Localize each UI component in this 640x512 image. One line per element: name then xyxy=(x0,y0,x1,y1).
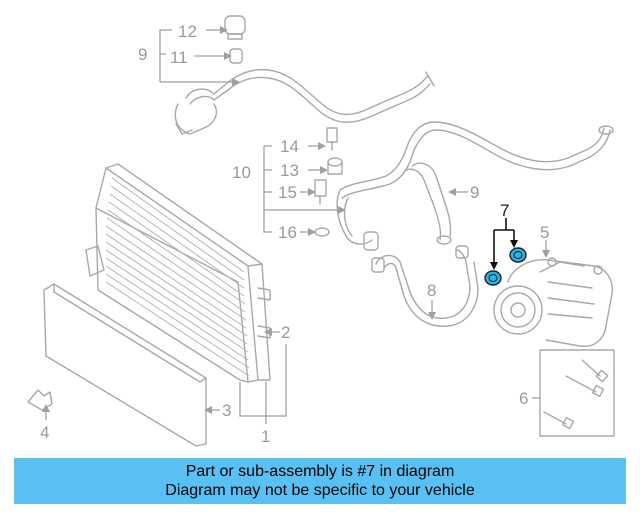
callout-9-upper: 9 xyxy=(138,45,147,64)
callout-3: 3 xyxy=(222,401,231,420)
arrow-7-right xyxy=(510,240,518,248)
arrow-8 xyxy=(428,312,436,320)
arrow-3 xyxy=(204,406,212,414)
arrow-7-left xyxy=(490,262,498,270)
part-5-compressor xyxy=(493,257,613,347)
part-3-seal-panel xyxy=(43,283,207,447)
part-13-valve xyxy=(327,157,343,175)
part-10-suction-line xyxy=(336,121,614,251)
part-8-pipe xyxy=(371,245,479,327)
part-6-bolt xyxy=(565,375,605,398)
part-6-bolts-box xyxy=(539,349,615,437)
callout-14: 14 xyxy=(280,137,299,156)
part-14-sensor xyxy=(326,127,338,151)
part-4-bracket xyxy=(27,389,53,411)
callout-9-mid: 9 xyxy=(470,183,479,202)
part-2-condenser xyxy=(85,163,271,383)
part-9-hose xyxy=(403,162,452,245)
part-6-bolt xyxy=(581,359,609,383)
banner-line-2: Diagram may not be specific to your vehi… xyxy=(165,482,475,499)
leader-9-upper xyxy=(159,29,232,83)
leader-10 xyxy=(263,145,338,233)
callout-5: 5 xyxy=(540,223,549,242)
part-15-switch xyxy=(314,179,327,205)
callout-11: 11 xyxy=(170,48,188,67)
banner-line-1: Part or sub-assembly is #7 in diagram xyxy=(185,463,455,480)
part-7-oring-right xyxy=(509,247,527,263)
parts-diagram: 12 11 9 14 13 10 15 16 9 7 5 8 2 6 3 4 1 xyxy=(27,15,615,447)
arrow-16 xyxy=(308,228,316,236)
arrow-13 xyxy=(320,166,328,174)
callout-1: 1 xyxy=(261,427,270,446)
arrow-4 xyxy=(42,404,50,412)
callout-7: 7 xyxy=(500,201,509,220)
leader-1 xyxy=(239,382,267,424)
callout-16: 16 xyxy=(278,223,297,242)
arrow-9-upper xyxy=(232,78,240,86)
part-9-upper-line xyxy=(174,68,435,135)
arrow-15 xyxy=(308,188,316,196)
callout-15: 15 xyxy=(278,183,297,202)
part-12-cap xyxy=(224,15,246,40)
callout-6: 6 xyxy=(519,389,528,408)
leader-7 xyxy=(493,218,515,262)
callout-8: 8 xyxy=(427,281,436,300)
arrow-2 xyxy=(264,328,272,336)
arrow-9-mid xyxy=(448,188,456,196)
part-16-oring xyxy=(314,227,330,237)
arrow-10 xyxy=(338,206,346,214)
arrow-12 xyxy=(220,26,228,34)
callout-2: 2 xyxy=(281,323,290,342)
callout-12: 12 xyxy=(178,22,197,41)
part-7-oring-left xyxy=(484,270,502,286)
callout-13: 13 xyxy=(280,161,299,180)
callout-4: 4 xyxy=(40,423,49,442)
leader-2 xyxy=(266,331,287,417)
info-banner: Part or sub-assembly is #7 in diagram Di… xyxy=(14,458,626,504)
callout-10: 10 xyxy=(232,163,251,182)
arrow-11 xyxy=(224,52,232,60)
arrow-14 xyxy=(318,142,326,150)
part-6-bolt xyxy=(543,411,575,430)
arrow-5 xyxy=(542,250,550,258)
